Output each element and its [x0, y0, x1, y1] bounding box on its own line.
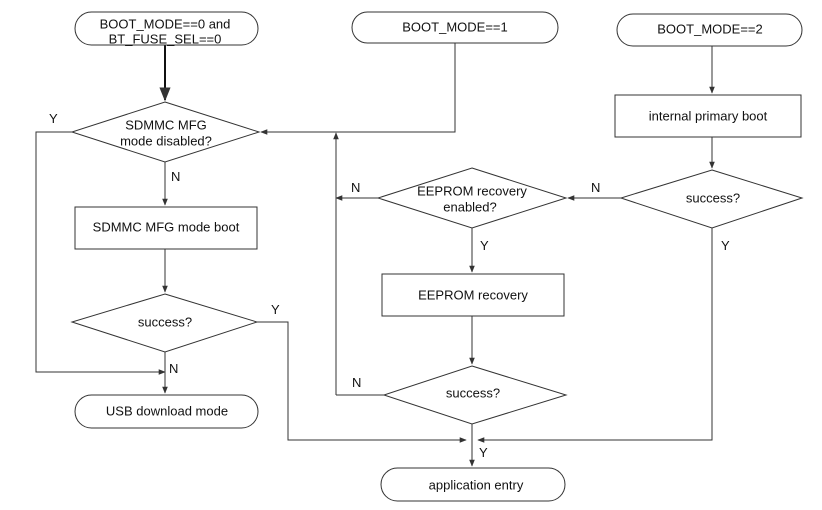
edge-label-success-left-no: N: [169, 361, 178, 376]
edge-label-eeprom-no: N: [351, 180, 360, 195]
process-internal-primary-boot: [614, 94, 802, 138]
process-sdmmc-mfg-mode-boot: [74, 206, 258, 250]
terminal-usb-download-mode: [74, 394, 259, 429]
process-eeprom-recovery: [381, 273, 565, 317]
decision-eeprom-line2: enabled?: [443, 199, 497, 214]
edge-success-right-yes: [477, 228, 713, 443]
start-node-boot-mode-2-label: BOOT_MODE==2: [657, 21, 762, 36]
edge-label-success-left-yes: Y: [271, 302, 280, 317]
start-node-boot-mode-2: [616, 13, 803, 47]
start-node-boot-mode-0-line1: BOOT_MODE==0 and: [100, 16, 231, 31]
edge-label-success-right-no: N: [591, 180, 600, 195]
start-node-boot-mode-0-line2: BT_FUSE_SEL==0: [109, 31, 222, 46]
terminal-application-entry-label: application entry: [429, 477, 524, 492]
start-node-boot-mode-1-label: BOOT_MODE==1: [402, 19, 507, 34]
terminal-application-entry: [380, 467, 566, 502]
edge-label-sdmmc-no: N: [171, 169, 180, 184]
decision-success-middle: [382, 365, 568, 425]
decision-sdmmc-line2: mode disabled?: [120, 133, 212, 148]
edge-label-eeprom-yes: Y: [480, 238, 489, 253]
decision-success-middle-label: success?: [446, 385, 500, 400]
edge-label-success-middle-yes: Y: [479, 445, 488, 460]
decision-sdmmc-line1: SDMMC MFG: [125, 117, 207, 132]
edge-label-success-right-yes: Y: [721, 238, 730, 253]
edge-mode1-to-sdmmc-decision: [260, 43, 456, 135]
process-internal-primary-boot-label: internal primary boot: [649, 108, 768, 123]
decision-success-left: [70, 293, 259, 353]
process-eeprom-recovery-label: EEPROM recovery: [418, 287, 528, 302]
decision-eeprom-line1: EEPROM recovery: [417, 183, 527, 198]
start-node-boot-mode-0: [74, 11, 259, 46]
process-sdmmc-mfg-mode-boot-label: SDMMC MFG mode boot: [93, 219, 240, 234]
decision-success-left-label: success?: [138, 314, 192, 329]
decision-success-right: [619, 169, 804, 229]
decision-eeprom-recovery-enabled: [376, 167, 568, 229]
decision-sdmmc-mfg-mode-disabled: [70, 101, 261, 163]
edge-success-left-yes: [257, 321, 467, 443]
terminal-usb-download-mode-label: USB download mode: [106, 403, 228, 418]
decision-success-right-label: success?: [686, 190, 740, 205]
edge-sdmmc-decision-yes: [35, 131, 166, 375]
start-node-boot-mode-1: [351, 11, 559, 44]
edge-label-success-middle-no: N: [352, 375, 361, 390]
edge-label-sdmmc-yes: Y: [49, 111, 58, 126]
